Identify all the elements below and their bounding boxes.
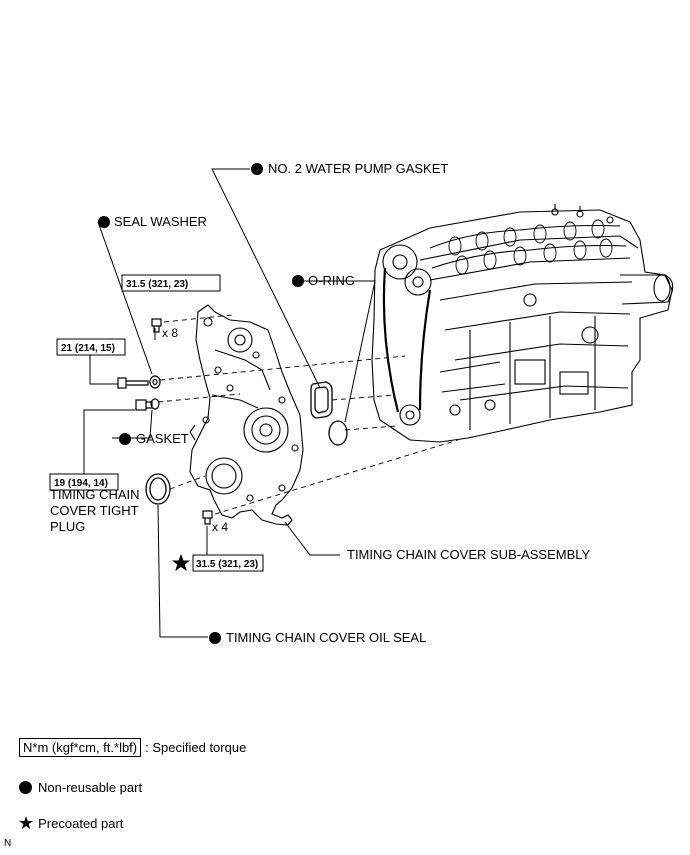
long-bolt-part <box>117 377 149 389</box>
alignment-lines <box>157 314 459 515</box>
water-pump-gasket-part <box>310 381 333 419</box>
torque-box-plug: 19 (194, 14) <box>49 473 119 491</box>
seal-washer-part <box>149 375 161 389</box>
top-bolt-part <box>151 318 162 333</box>
torque-value-bottom-bolts: 31.5 (321, 23) <box>196 559 258 570</box>
non-reusable-icon <box>119 433 131 445</box>
engine-block-illustration <box>371 204 674 443</box>
bottom-bolt-part <box>202 510 213 525</box>
corner-code: N <box>4 838 12 849</box>
gasket-part <box>150 398 160 410</box>
legend-torque-box: N*m (kgf*cm, ft.*lbf) <box>19 738 142 757</box>
o-ring-part <box>328 420 348 446</box>
non-reusable-icon <box>98 216 110 228</box>
torque-value-plug: 19 (194, 14) <box>54 478 108 489</box>
leader-lines <box>83 168 376 638</box>
label-cover-subassembly: TIMING CHAIN COVER SUB-ASSEMBLY <box>347 547 591 562</box>
timing-chain-cover-illustration <box>189 304 304 526</box>
plug-part <box>135 399 153 411</box>
legend-specified-torque: N*m (kgf*cm, ft.*lbf) : Specified torque <box>19 738 246 757</box>
label-o-ring: O-RING <box>308 273 355 288</box>
non-reusable-icon <box>251 163 263 175</box>
label-cover-plug-line3: PLUG <box>50 519 85 534</box>
torque-value-top-bolts: 31.5 (321, 23) <box>126 279 188 290</box>
legend-torque-text: : Specified torque <box>145 740 247 755</box>
oil-seal-part <box>145 473 171 505</box>
label-gasket: GASKET <box>136 431 189 446</box>
label-water-pump-gasket: NO. 2 WATER PUMP GASKET <box>268 161 448 176</box>
non-reusable-markers <box>98 163 304 644</box>
multiplier-bottom-bolts: x 4 <box>212 520 228 534</box>
legend-precoated: ★ Precoated part <box>18 813 124 833</box>
label-cover-plug-line1: TIMING CHAIN <box>50 487 140 502</box>
non-reusable-icon <box>292 275 304 287</box>
multiplier-top-bolts: x 8 <box>162 326 178 340</box>
legend-non-reusable: Non-reusable part <box>19 780 142 795</box>
legend-non-reusable-text: Non-reusable part <box>38 780 143 795</box>
torque-box-long-bolt: 21 (214, 15) <box>56 338 126 356</box>
non-reusable-icon <box>209 632 221 644</box>
torque-box-bottom-bolts: 31.5 (321, 23) <box>192 554 264 572</box>
torque-box-top-bolts: 31.5 (321, 23) <box>121 274 221 292</box>
label-seal-washer: SEAL WASHER <box>114 214 207 229</box>
filled-circle-icon <box>19 781 32 794</box>
legend-precoated-text: Precoated part <box>38 815 124 831</box>
star-icon: ★ <box>18 813 35 833</box>
label-cover-plug-line2: COVER TIGHT <box>50 503 139 518</box>
label-oil-seal: TIMING CHAIN COVER OIL SEAL <box>226 630 426 645</box>
precoated-star-icon <box>172 554 190 571</box>
torque-value-long-bolt: 21 (214, 15) <box>61 343 115 354</box>
